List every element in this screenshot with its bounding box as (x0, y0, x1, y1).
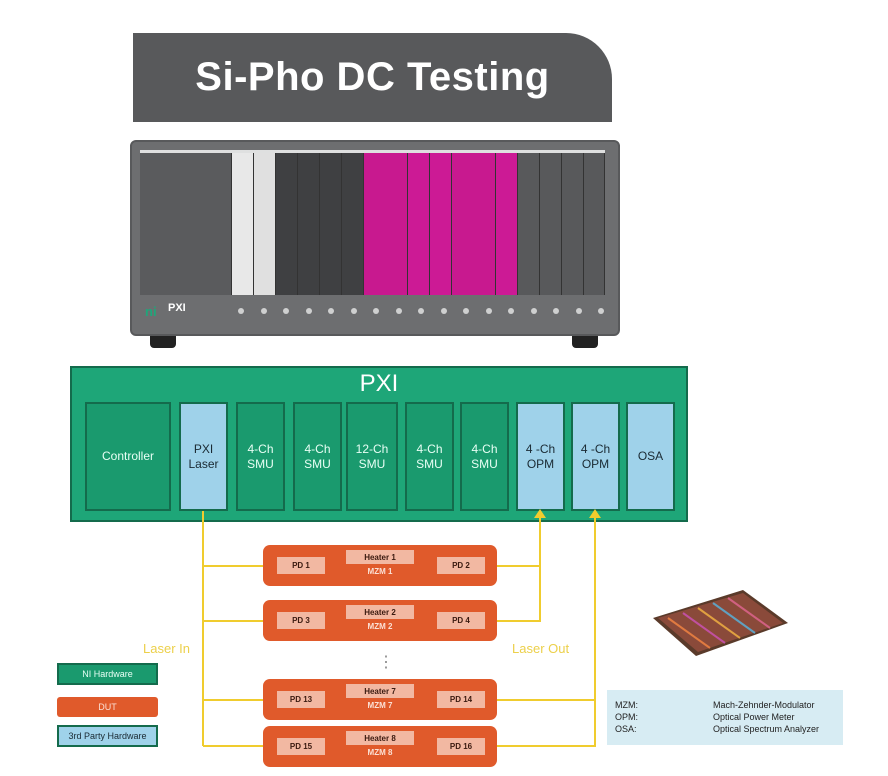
chassis-port (575, 308, 582, 314)
controller-slot (140, 153, 232, 295)
photodiode-right: PD 4 (437, 612, 485, 629)
glossary-definition: Optical Power Meter (713, 712, 795, 722)
photodiode-left: PD 3 (277, 612, 325, 629)
photodiode-right: PD 16 (437, 738, 485, 755)
chassis-port (530, 308, 537, 314)
module-slot (342, 153, 364, 295)
legend-dut: DUT (57, 697, 158, 717)
chassis-port (463, 308, 469, 314)
chassis-port (283, 308, 289, 314)
chassis-port (508, 308, 514, 314)
chassis-port (485, 308, 492, 314)
laser-out-line (497, 699, 595, 701)
laser-in-line (203, 699, 263, 701)
heater: Heater 8 (346, 731, 414, 745)
laser-in-label: Laser In (143, 641, 190, 656)
module-slot (430, 153, 452, 295)
chassis-port (238, 308, 244, 314)
page-title: Si-Pho DC Testing (133, 33, 612, 122)
module-slot (364, 153, 408, 295)
chassis-port (373, 308, 379, 314)
pxi-module: 4-Ch SMU (236, 402, 285, 511)
chassis-port (553, 308, 559, 314)
module-slot (232, 153, 254, 295)
mzm-label: MZM 1 (367, 567, 393, 576)
photodiode-right: PD 14 (437, 691, 485, 708)
mzm-label: MZM 8 (367, 748, 393, 757)
laser-out-label: Laser Out (512, 641, 570, 656)
chassis-bay (140, 150, 605, 295)
heater: Heater 2 (346, 605, 414, 619)
module-slot (320, 153, 342, 295)
photodiode-left: PD 15 (277, 738, 325, 755)
pxi-module: 4 -Ch OPM (516, 402, 565, 511)
photodiode-right: PD 2 (437, 557, 485, 574)
laser-in-trunk (202, 511, 204, 746)
module-slot (254, 153, 276, 295)
pxi-module: 4-Ch SMU (293, 402, 342, 511)
mzm-label: MZM 7 (367, 701, 393, 710)
arrow-up-icons (534, 509, 601, 518)
chassis-port (328, 308, 334, 314)
empty-slot (518, 153, 540, 295)
heater: Heater 1 (346, 550, 414, 564)
laser-out-line (497, 620, 540, 622)
photodiode-left: PD 13 (277, 691, 325, 708)
arrow-up-icon (589, 509, 601, 518)
chassis-pxi-label: PXI (168, 302, 186, 314)
chassis-port (395, 308, 402, 314)
module-slot (298, 153, 320, 295)
pxi-module: PXI Laser (179, 402, 228, 511)
empty-slot (562, 153, 584, 295)
pxi-module: 4 -Ch OPM (571, 402, 620, 511)
ni-logo: ni (145, 304, 157, 319)
laser-in-line (203, 745, 263, 747)
laser-out-trunk-opm2 (594, 516, 596, 747)
chassis-port (418, 308, 424, 314)
empty-slot (584, 153, 605, 295)
module-slot (496, 153, 518, 295)
pxi-module: OSA (626, 402, 675, 511)
legend-third-party: 3rd Party Hardware (57, 725, 158, 747)
arrow-up-icon (534, 509, 546, 518)
chassis-port (440, 308, 447, 314)
pxi-module: 12-Ch SMU (346, 402, 398, 511)
laser-out-trunk-opm1 (539, 516, 541, 622)
chassis-port (260, 308, 267, 314)
module-slot (408, 153, 430, 295)
mzm-label: MZM 2 (367, 622, 393, 631)
pxi-title: PXI (359, 370, 399, 397)
glossary-term: OPM: (615, 712, 639, 722)
more-duts-ellipsis: ⋮ (378, 654, 394, 671)
pxi-module: 4-Ch SMU (460, 402, 509, 511)
glossary-term: MZM: (615, 700, 638, 710)
module-slot (276, 153, 298, 295)
chassis-foot (150, 336, 176, 348)
legend-ni-hardware: NI Hardware (57, 663, 158, 685)
laser-out-line (497, 565, 540, 567)
pxi-module: Controller (85, 402, 171, 511)
module-slot (452, 153, 496, 295)
chassis-port (350, 308, 357, 314)
glossary-definition: Optical Spectrum Analyzer (713, 724, 820, 734)
laser-in-line (203, 620, 263, 622)
heater: Heater 7 (346, 684, 414, 698)
chassis-port (598, 308, 604, 314)
laser-in-line (203, 565, 263, 567)
laser-out-line (497, 745, 595, 747)
chassis-foot (572, 336, 598, 348)
pxi-module: 4-Ch SMU (405, 402, 454, 511)
glossary-term: OSA: (615, 724, 637, 734)
glossary-definition: Mach-Zehnder-Modulator (713, 700, 815, 710)
chassis-port (305, 308, 312, 314)
photonic-chip-image (653, 590, 788, 656)
empty-slot (540, 153, 562, 295)
photodiode-left: PD 1 (277, 557, 325, 574)
